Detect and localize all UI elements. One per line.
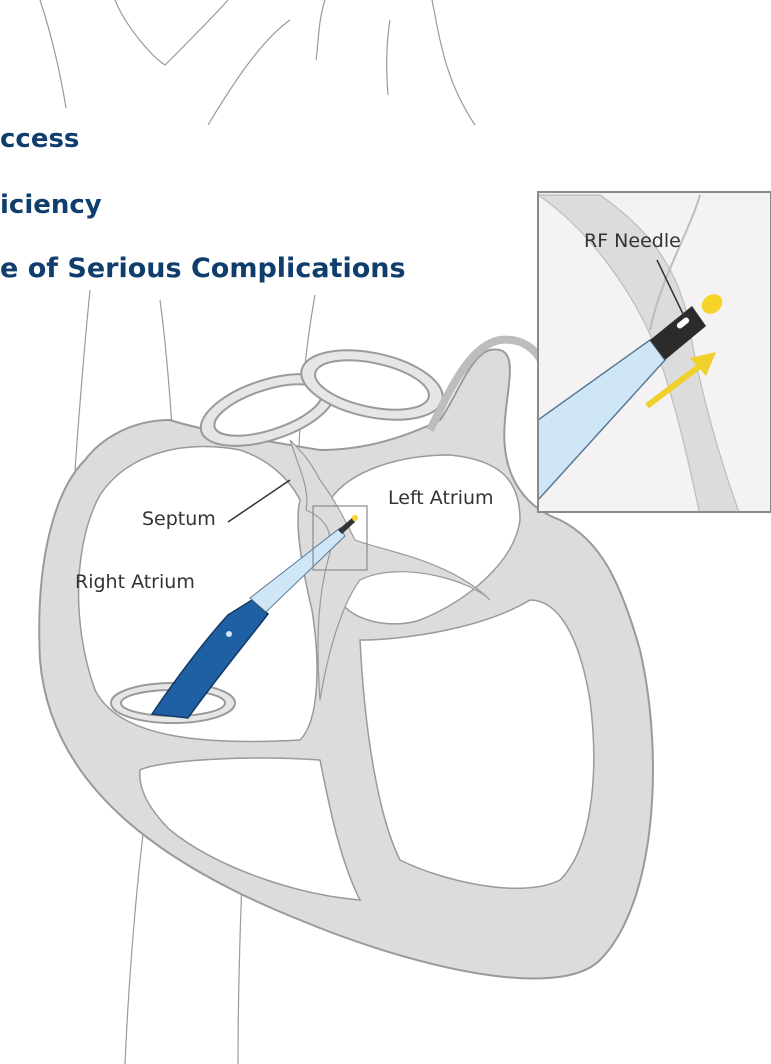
heading-line-1: ccess bbox=[0, 124, 79, 154]
sheath-marker bbox=[226, 631, 232, 637]
label-septum: Septum bbox=[142, 508, 216, 530]
heading-line-3: e of Serious Complications bbox=[0, 253, 406, 284]
label-left-atrium: Left Atrium bbox=[388, 487, 494, 509]
label-rf-needle: RF Needle bbox=[584, 230, 681, 252]
left-ventricle-chamber bbox=[360, 600, 594, 888]
label-right-atrium: Right Atrium bbox=[75, 571, 195, 593]
heading-line-2: iciency bbox=[0, 190, 102, 220]
needle-tip bbox=[352, 515, 358, 521]
